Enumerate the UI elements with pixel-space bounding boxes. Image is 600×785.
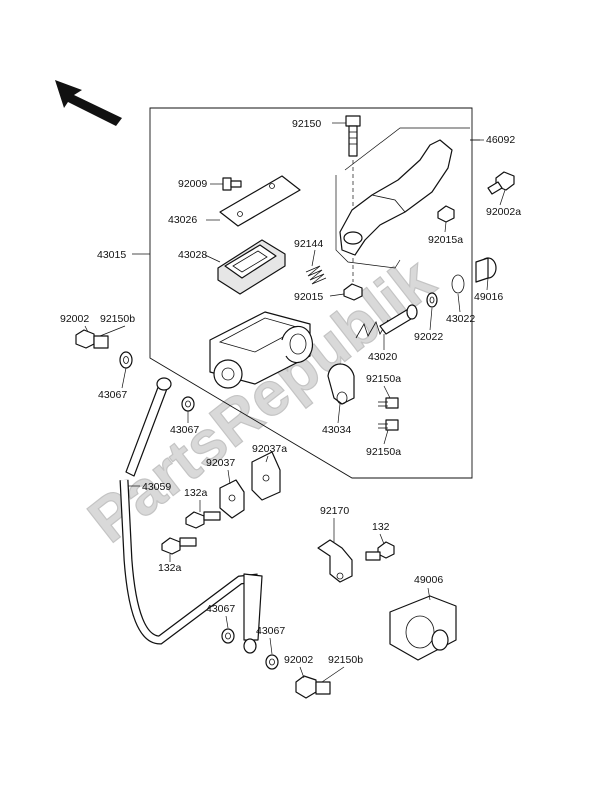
label-43022: 43022 <box>446 313 475 325</box>
bolt-92150a-lower <box>378 419 399 431</box>
piston-43020 <box>355 304 418 339</box>
washer-43067-left <box>119 351 133 369</box>
washer-92022 <box>426 292 438 308</box>
banjo-bolt-92002-bottom <box>295 675 331 699</box>
label-92002-left: 92002 <box>60 313 89 325</box>
holder-49006 <box>389 595 457 661</box>
label-92144: 92144 <box>294 238 323 250</box>
label-92150a-a: 92150a <box>366 373 401 385</box>
screw-92009 <box>222 177 242 191</box>
label-43020: 43020 <box>368 351 397 363</box>
label-92037: 92037 <box>206 457 235 469</box>
label-92002a: 92002a <box>486 206 521 218</box>
bolt-92150a-upper <box>378 397 399 409</box>
bolt-132a-top <box>185 511 221 529</box>
label-132: 132 <box>372 521 390 533</box>
label-92150b-left: 92150b <box>100 313 135 325</box>
washer-43067-low1 <box>221 628 235 644</box>
label-49016: 49016 <box>474 291 503 303</box>
label-92015a: 92015a <box>428 234 463 246</box>
label-92150-top: 92150 <box>292 118 321 130</box>
label-46092: 46092 <box>486 134 515 146</box>
washer-43067-low2 <box>265 654 279 670</box>
label-43015: 43015 <box>97 249 126 261</box>
label-92022: 92022 <box>414 331 443 343</box>
label-43067-mid: 43067 <box>170 424 199 436</box>
label-43067-low2: 43067 <box>256 625 285 637</box>
bracket-92037a <box>251 451 281 501</box>
arrow-up-left-icon <box>55 80 122 126</box>
boot-49016 <box>475 257 497 283</box>
label-92002-bottom: 92002 <box>284 654 313 666</box>
label-132a-bottom: 132a <box>158 562 182 574</box>
label-92015: 92015 <box>294 291 323 303</box>
lever-46092 <box>335 127 470 269</box>
diaphragm-43028 <box>217 239 286 295</box>
bracket-92037 <box>219 479 245 519</box>
label-43026: 43026 <box>168 214 197 226</box>
nut-92015a <box>437 205 455 223</box>
label-92170: 92170 <box>320 505 349 517</box>
assembly-outline <box>149 107 473 479</box>
label-132a-top: 132a <box>184 487 208 499</box>
clamp-43034 <box>327 363 355 405</box>
label-49006: 49006 <box>414 574 443 586</box>
label-43028: 43028 <box>178 249 207 261</box>
label-43034: 43034 <box>322 424 351 436</box>
cap-43026 <box>219 175 301 227</box>
circlip-43022 <box>451 274 465 294</box>
label-43067-left: 43067 <box>98 389 127 401</box>
label-43059: 43059 <box>142 481 171 493</box>
clamp-92170 <box>317 539 353 583</box>
bolt-92150-top <box>345 115 361 282</box>
bolt-92002a <box>487 171 515 195</box>
bolt-132a-bottom <box>161 537 197 555</box>
label-92037a: 92037a <box>252 443 287 455</box>
label-92150b-bottom: 92150b <box>328 654 363 666</box>
bolt-132 <box>365 541 395 561</box>
leader-lines <box>84 139 506 683</box>
banjo-bolt-92002-left <box>75 329 109 349</box>
nut-92015 <box>343 283 363 301</box>
master-cylinder-body <box>209 311 313 389</box>
label-92009: 92009 <box>178 178 207 190</box>
label-43067-low1: 43067 <box>206 603 235 615</box>
spring-92144 <box>305 265 327 285</box>
brake-hose-43059 <box>119 377 263 654</box>
washer-43067-mid <box>181 396 195 412</box>
label-92150a-b: 92150a <box>366 446 401 458</box>
